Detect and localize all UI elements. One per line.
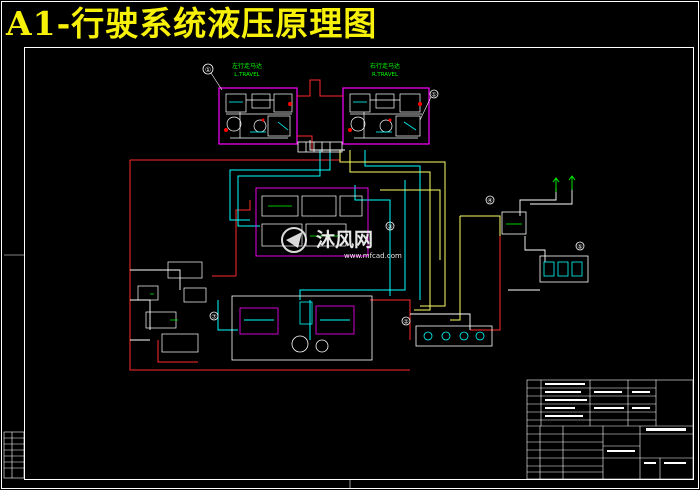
left-motor-label-cn: 左行走马达 xyxy=(232,62,262,70)
callout-circle xyxy=(385,221,395,231)
inner-border xyxy=(24,47,694,480)
callout-circle xyxy=(209,311,219,321)
center-swivel-joint xyxy=(297,141,343,153)
red-pipelines xyxy=(129,79,501,371)
callout-circle xyxy=(485,195,495,205)
title-block xyxy=(526,379,694,480)
white-pipelines xyxy=(130,140,573,341)
travel-pilot-block xyxy=(401,316,493,347)
watermark-url: www.mfcad.com xyxy=(344,252,402,260)
solenoid-valve-block xyxy=(539,241,589,283)
callout-circle xyxy=(575,241,585,251)
right-motor-callout: ① xyxy=(431,92,436,99)
solenoid-callout: ⑤ xyxy=(577,244,582,251)
yellow-pipelines xyxy=(339,150,501,321)
callout-circle xyxy=(202,63,214,75)
left-travel-motor xyxy=(202,63,298,145)
left-motor-label-en: L.TRAVEL xyxy=(234,72,260,78)
pilot-block-callout: ② xyxy=(403,319,409,326)
valve-callout: ③ xyxy=(387,224,392,231)
brake-valve xyxy=(485,195,527,235)
watermark xyxy=(281,227,307,253)
title-block-fill xyxy=(545,383,686,464)
callout-circle xyxy=(401,316,411,326)
right-motor-label-en: R.TRAVEL xyxy=(372,72,399,78)
callout-circle xyxy=(429,89,439,99)
left-motor-callout: ① xyxy=(205,66,211,74)
right-travel-motor xyxy=(342,87,439,145)
revision-table xyxy=(3,431,25,479)
cyan-pipelines xyxy=(217,150,421,340)
pilot-arrow-markers xyxy=(552,175,576,192)
watermark-brand: 沐风网 xyxy=(316,229,373,251)
pump-callout: ⑦ xyxy=(211,314,217,321)
brake-valve-callout: ④ xyxy=(487,198,492,205)
main-pump-group xyxy=(209,295,373,361)
drawing-title: A1-行驶系统液压原理图 xyxy=(6,4,378,43)
right-motor-label-cn: 右行走马达 xyxy=(370,62,400,70)
pilot-valve-group xyxy=(137,261,207,353)
